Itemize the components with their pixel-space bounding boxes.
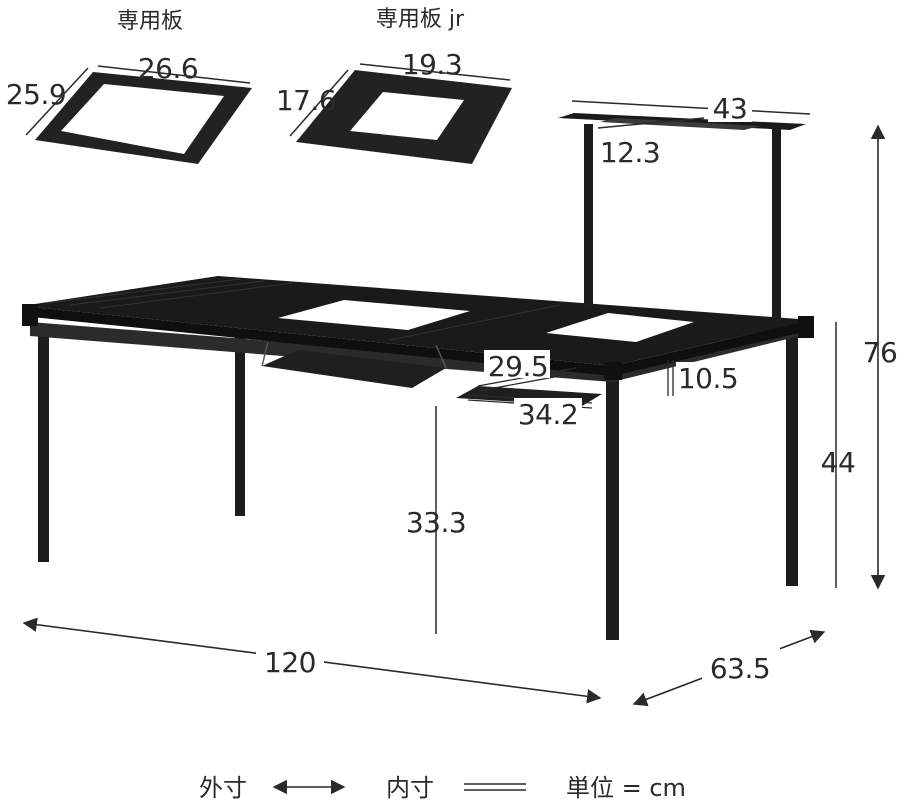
junior-board-frame: [296, 70, 512, 164]
depth-label: 63.5: [710, 652, 770, 685]
table-leg-back-right: [786, 334, 798, 586]
shelf-depth-label: 12.3: [600, 136, 660, 169]
junior-board-title: 専用板 jr: [376, 7, 465, 32]
junior-board-width-label: 19.3: [402, 48, 462, 81]
shelf-post-right: [772, 128, 781, 324]
shelf-post-left: [584, 124, 593, 310]
standard-board-width-label: 26.6: [138, 52, 198, 85]
tray-height-label: 10.5: [678, 362, 738, 395]
top-shelf: [558, 113, 806, 130]
table-leg-front-left: [38, 332, 49, 562]
top-shelf-slot: [600, 118, 760, 130]
dimension-lines: [22, 100, 886, 707]
legend-outer-label: 外寸: [199, 774, 247, 802]
shelf-width-line: [571, 100, 811, 115]
table-height-label: 44: [821, 446, 856, 479]
standard-board-title: 専用板: [117, 9, 183, 34]
length-label: 120: [264, 646, 316, 679]
hanging-tray: [262, 350, 446, 388]
tray-width-label: 29.5: [488, 350, 548, 383]
standard-board-width-line: [97, 65, 251, 84]
tabletop-front-edge: [22, 306, 612, 376]
table-leg-back-left: [235, 334, 245, 516]
junior-board-width-line: [359, 63, 511, 81]
junior-board-depth-line: [289, 69, 349, 137]
standard-board-depth-line: [25, 67, 89, 136]
tray-width-line-b: [477, 372, 577, 392]
tabletop-opening-right: [546, 313, 694, 342]
legend-inner-label: 内寸: [386, 774, 434, 802]
legend: 外寸 内寸 単位 = cm: [199, 774, 686, 802]
tray-length-label: 34.2: [518, 398, 578, 431]
junior-board-depth-label: 17.6: [276, 84, 336, 117]
tabletop-right-edge: [612, 320, 812, 376]
tabletop-opening-left: [278, 300, 470, 330]
standard-board: 専用板 26.6 25.9: [6, 9, 252, 164]
shelf-width-label: 43: [713, 92, 748, 125]
legend-unit-label: 単位 = cm: [566, 774, 686, 802]
standard-board-depth-label: 25.9: [6, 78, 66, 111]
total-height-label: 76: [863, 336, 898, 369]
table-illustration: [22, 113, 814, 640]
standard-board-frame: [35, 72, 252, 164]
shelf-depth-line: [597, 117, 705, 129]
table-leg-front-right: [606, 368, 619, 640]
junior-board: 専用板 jr 19.3 17.6: [276, 7, 512, 164]
under-clearance-label: 33.3: [406, 506, 466, 539]
dimension-labels: 43 12.3 76 44 33.3 120 63.5 29.5 34.2 10…: [256, 92, 898, 685]
table-rail-front: [30, 322, 612, 382]
